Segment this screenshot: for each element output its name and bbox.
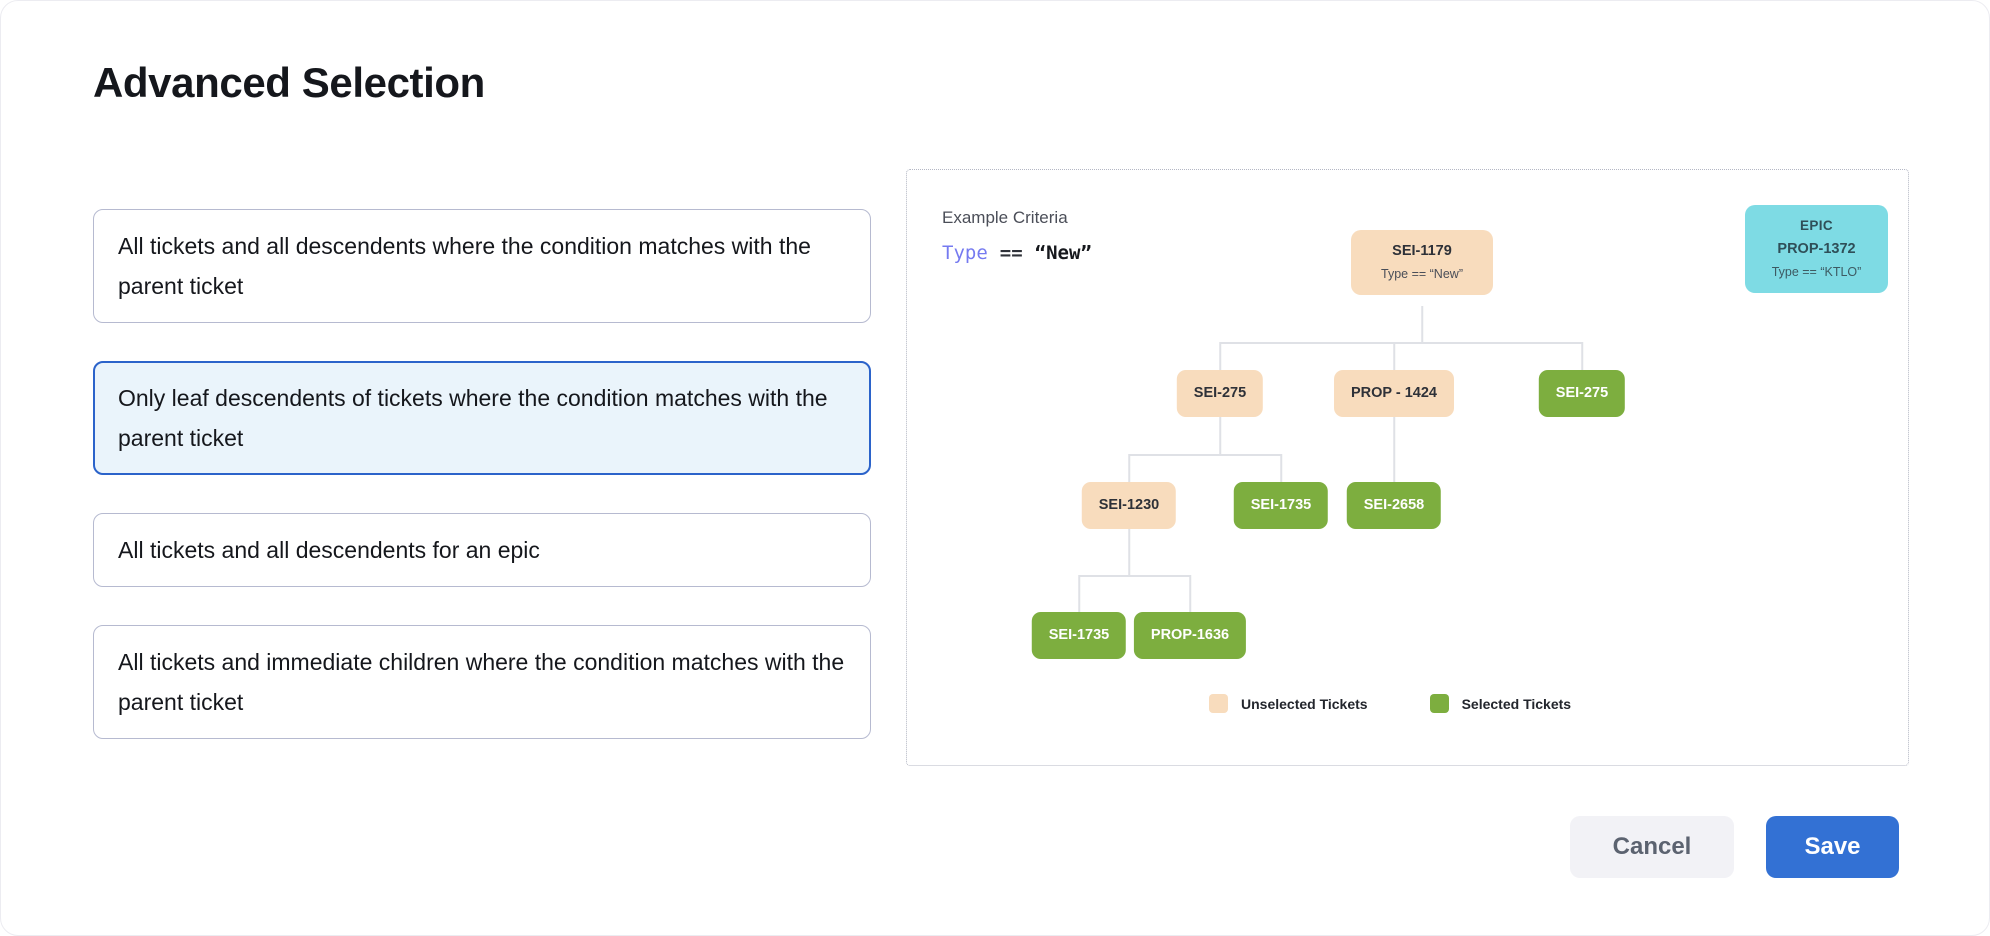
example-panel: Example Criteria Type == “New” EPIC PROP-1… — [906, 169, 1909, 766]
connector-line — [1219, 342, 1221, 370]
tree-node: SEI-275 — [1176, 370, 1264, 417]
option-epic-descendents[interactable]: All tickets and all descendents for an e… — [93, 513, 871, 587]
tree-node: SEI-2658 — [1346, 482, 1442, 529]
connector-line — [1128, 529, 1130, 575]
tree-node-criteria: Type == “New” — [1381, 267, 1463, 281]
legend-label: Selected Tickets — [1461, 695, 1572, 712]
connector-line — [1220, 342, 1582, 344]
save-button[interactable]: Save — [1766, 816, 1899, 878]
connector-line — [1280, 454, 1282, 482]
tree-node: SEI-1735 — [1233, 482, 1329, 529]
legend-item-selected: Selected Tickets — [1429, 694, 1572, 713]
connector-line — [1129, 454, 1281, 456]
option-immediate-children[interactable]: All tickets and immediate children where… — [93, 625, 871, 739]
tree-node: SEI-1230 — [1081, 482, 1177, 529]
cancel-button[interactable]: Cancel — [1570, 816, 1734, 878]
tree-node: SEI-1735 — [1031, 612, 1127, 659]
option-all-descendents[interactable]: All tickets and all descendents where th… — [93, 209, 871, 323]
epic-card: EPIC PROP-1372 Type == “KTLO” — [1745, 205, 1888, 293]
legend-item-unselected: Unselected Tickets — [1209, 694, 1368, 713]
connector-line — [1219, 417, 1221, 454]
expression-operator: == — [999, 242, 1023, 264]
epic-card-id: PROP-1372 — [1777, 241, 1856, 257]
legend: Unselected Tickets Selected Tickets — [1209, 694, 1571, 713]
epic-card-type: EPIC — [1799, 218, 1834, 233]
criteria-expression: Type == “New” — [942, 242, 1092, 264]
selected-swatch-icon — [1429, 694, 1449, 713]
connector-line — [1421, 306, 1423, 342]
expression-value: “New” — [1034, 242, 1092, 264]
example-criteria-label: Example Criteria — [942, 208, 1068, 227]
connector-line — [1189, 575, 1191, 612]
connector-line — [1078, 575, 1080, 612]
unselected-swatch-icon — [1209, 694, 1228, 713]
tree-node-root: SEI-1179 Type == “New” — [1351, 230, 1493, 295]
legend-label: Unselected Tickets — [1241, 695, 1368, 712]
connector-line — [1581, 342, 1583, 370]
expression-field: Type — [942, 242, 988, 264]
tree-node-id: SEI-1179 — [1392, 243, 1452, 259]
connector-line — [1128, 454, 1130, 482]
tree-node: SEI-275 — [1538, 370, 1626, 417]
tree-node: PROP - 1424 — [1334, 370, 1454, 417]
connector-line — [1393, 342, 1395, 370]
page-title: Advanced Selection — [93, 59, 485, 106]
tree-node: PROP-1636 — [1133, 612, 1247, 659]
epic-card-criteria: Type == “KTLO” — [1771, 265, 1862, 279]
connector-line — [1079, 575, 1190, 577]
option-list: All tickets and all descendents where th… — [93, 209, 871, 739]
dialog-footer: Cancel Save — [1570, 816, 1899, 878]
option-leaf-descendents[interactable]: Only leaf descendents of tickets where t… — [93, 361, 871, 475]
connector-line — [1393, 417, 1395, 482]
